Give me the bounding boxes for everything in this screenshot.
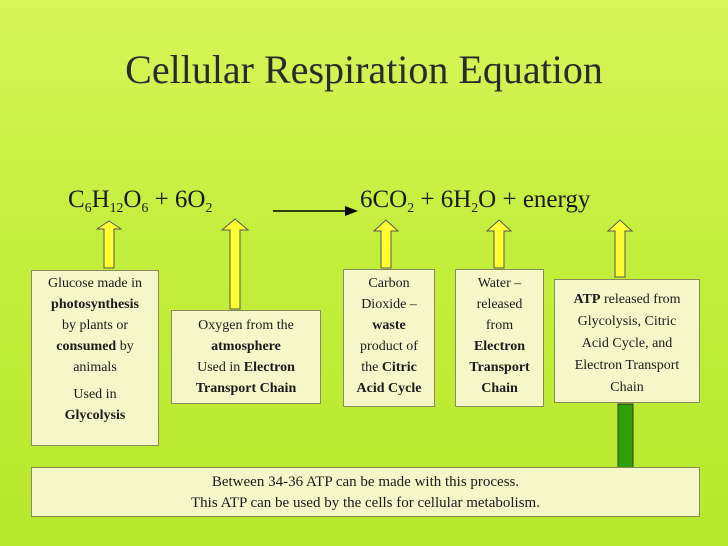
summary-note: Between 34-36 ATP can be made with this … <box>31 467 700 517</box>
glucose-note: Glucose made in photosynthesis by plants… <box>31 270 159 446</box>
summary-line-2: This ATP can be used by the cells for ce… <box>191 495 540 511</box>
co2-formula: 6CO2 <box>360 186 415 215</box>
oxygen-note: Oxygen from the atmosphere Used in Elect… <box>171 310 321 404</box>
arrow-up-oxygen <box>220 218 250 310</box>
slide-title: Cellular Respiration Equation <box>125 47 603 92</box>
summary-line-1: Between 34-36 ATP can be made with this … <box>211 474 520 490</box>
equation-products: 6CO2 + 6H2O + energy <box>360 186 590 222</box>
glucose-formula: C6H12O6 <box>68 186 149 215</box>
plus-sign: + <box>502 186 517 213</box>
plus-sign: + <box>154 186 169 213</box>
oxygen-formula: 6O2 <box>174 186 213 215</box>
equation-reactants: C6H12O6 + 6O2 <box>68 186 212 222</box>
arrow-up-co2 <box>372 219 400 269</box>
energy-term: energy <box>522 186 591 213</box>
carbon-dioxide-note: Carbon Dioxide – waste product of the Ci… <box>343 269 435 407</box>
water-note: Water – released from Electron Transport… <box>455 269 544 407</box>
water-formula: 6H2O <box>440 186 497 215</box>
reaction-arrow <box>273 206 358 216</box>
plus-sign: + <box>420 186 435 213</box>
arrow-up-glucose <box>95 220 123 269</box>
arrow-up-water <box>485 219 513 269</box>
arrow-up-energy <box>606 219 634 278</box>
atp-note: ATP released from Glycolysis, Citric Aci… <box>554 279 700 403</box>
